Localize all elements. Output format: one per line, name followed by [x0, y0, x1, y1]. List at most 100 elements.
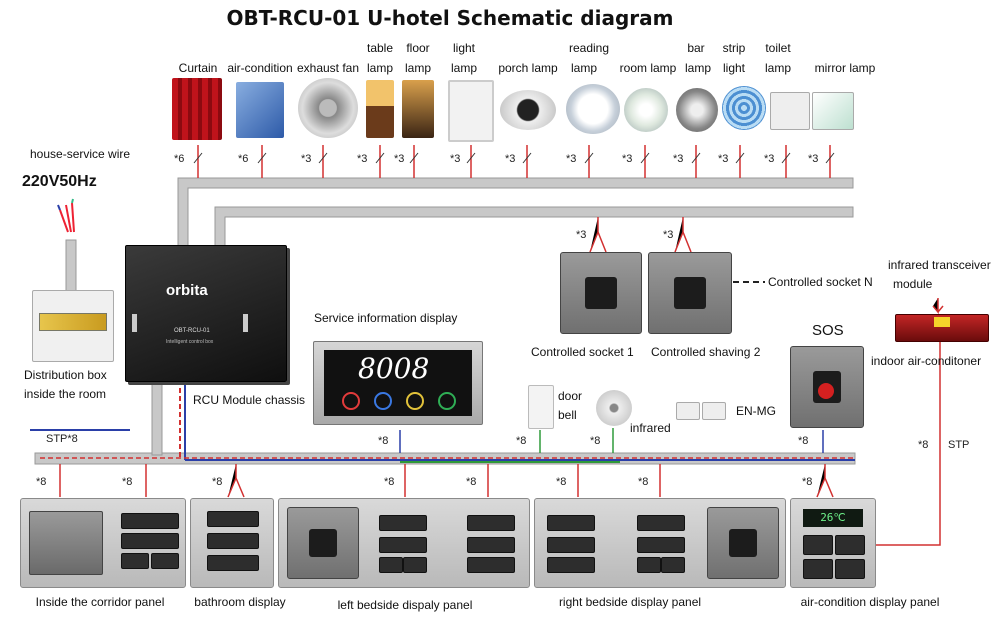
corridor-button-1 [121, 513, 179, 529]
count-right-bedside: *8 [556, 476, 567, 488]
load-label-exhaust-fan: exhaust fan [296, 61, 360, 75]
controlled-shaving-socket [648, 252, 732, 334]
sos-title: SOS [812, 322, 844, 339]
distribution-box-label-2: inside the room [24, 387, 107, 401]
count-strip-light: *3 [718, 153, 729, 165]
house-wires [59, 202, 75, 233]
load-label-table-1: table [366, 41, 394, 55]
load-label-toilet-1: toilet [765, 41, 791, 55]
count-ac-panel: *8 [802, 476, 813, 488]
voltage-label: 220V50Hz [22, 173, 97, 190]
bathroom-panel-label: bathroom display [194, 595, 286, 609]
load-label-light-2: lamp [450, 61, 477, 75]
bathroom-panel [190, 498, 274, 588]
key-card-slot [29, 511, 103, 575]
exhaust-fan-icon [298, 78, 358, 138]
count-ac-link: *8 [918, 439, 929, 451]
light-lamp-icon [448, 80, 494, 142]
count-curtain: *6 [174, 153, 185, 165]
count-socket-1: *3 [576, 229, 587, 241]
dnd-icon [342, 392, 360, 410]
count-shaving: *3 [663, 229, 674, 241]
shaving-label: Controlled shaving 2 [651, 345, 761, 359]
left-bedside-button-4 [403, 557, 427, 573]
count-sos: *8 [798, 435, 809, 447]
room-number: 8008 [358, 352, 430, 385]
count-exhaust-fan: *3 [301, 153, 312, 165]
load-label-strip-2: light [722, 61, 745, 75]
stp-left-label: STP*8 [46, 433, 78, 445]
reading-lamp-icon [566, 84, 620, 134]
second-conduit [214, 206, 854, 256]
corridor-panel [20, 498, 186, 588]
bathroom-button-2 [207, 533, 259, 549]
left-bedside-socket [287, 507, 359, 579]
curtain-icon [172, 78, 222, 140]
right-bedside-button-4 [637, 515, 685, 531]
ac-down-button [835, 559, 865, 579]
right-bedside-button-1 [547, 515, 595, 531]
left-bedside-button-5 [467, 515, 515, 531]
load-label-mirror: mirror lamp [814, 61, 876, 75]
left-bedside-panel [278, 498, 530, 588]
right-bedside-socket [707, 507, 779, 579]
room-lamp-icon [624, 88, 668, 132]
load-label-floor-1: floor [406, 41, 430, 55]
porch-lamp-icon [500, 90, 556, 130]
corridor-button-3 [121, 553, 149, 569]
count-extra-1: *8 [122, 476, 133, 488]
corridor-button-2 [121, 533, 179, 549]
ac-fan-button [803, 559, 833, 579]
house-conduit [65, 239, 77, 296]
rcu-brand: orbita [166, 282, 208, 299]
infrared-module [895, 314, 989, 342]
count-extra-2: *8 [466, 476, 477, 488]
en-mg-sensor-b [702, 402, 726, 420]
rcu-chassis: orbita OBT-RCU-01 Intelligent control bo… [125, 245, 287, 382]
air-condition-unit-icon [236, 82, 284, 138]
load-label-bar-1: bar [687, 41, 705, 55]
left-bedside-panel-label: left bedside dispaly panel [337, 598, 473, 612]
ac-display-panel: 26℃ [790, 498, 876, 588]
distribution-box [32, 290, 114, 362]
stp-right-label: STP [948, 439, 970, 451]
doorbell-label-2: bell [558, 408, 577, 422]
corridor-panel-label: Inside the corridor panel [35, 595, 165, 609]
ac-panel-label: air-condition display panel [800, 595, 940, 609]
corridor-button-4 [151, 553, 179, 569]
load-label-bar-2: lamp [684, 61, 711, 75]
doorbell-label-1: door [558, 389, 583, 403]
count-bar-lamp: *3 [673, 153, 684, 165]
load-label-porch: porch lamp [498, 61, 558, 75]
rcu-sub: Intelligent control box [166, 339, 214, 345]
mirror-lamp-icon [812, 92, 854, 130]
right-bedside-panel [534, 498, 786, 588]
house-wire-label: house-service wire [30, 147, 131, 161]
load-label-light-1: light [452, 41, 475, 55]
socket-n-label: Controlled socket N [768, 275, 873, 289]
distribution-box-label-1: Distribution box [24, 368, 107, 382]
left-bedside-button-6 [467, 537, 515, 553]
table-lamp-icon [366, 80, 394, 138]
doorbell-device [528, 385, 554, 429]
count-table-lamp: *3 [357, 153, 368, 165]
count-left-bedside: *8 [384, 476, 395, 488]
count-infrared: *8 [590, 435, 601, 447]
rcu-stem [151, 379, 163, 456]
count-porch-lamp: *3 [505, 153, 516, 165]
sos-button-icon [818, 383, 834, 399]
count-bathroom: *8 [212, 476, 223, 488]
en-mg-label: EN-MG [736, 404, 776, 418]
clean-room-icon [406, 392, 424, 410]
infrared-label: infrared [630, 421, 671, 435]
right-bedside-button-5 [637, 537, 685, 553]
right-bedside-button-2 [547, 537, 595, 553]
bar-lamp-icon [676, 88, 718, 132]
count-room-lamp: *3 [622, 153, 633, 165]
count-doorbell: *8 [516, 435, 527, 447]
right-bedside-button-3 [547, 557, 595, 573]
count-right-bedside-2: *8 [638, 476, 649, 488]
load-label-curtain: Curtain [178, 61, 218, 75]
strip-light-icon [722, 86, 766, 130]
